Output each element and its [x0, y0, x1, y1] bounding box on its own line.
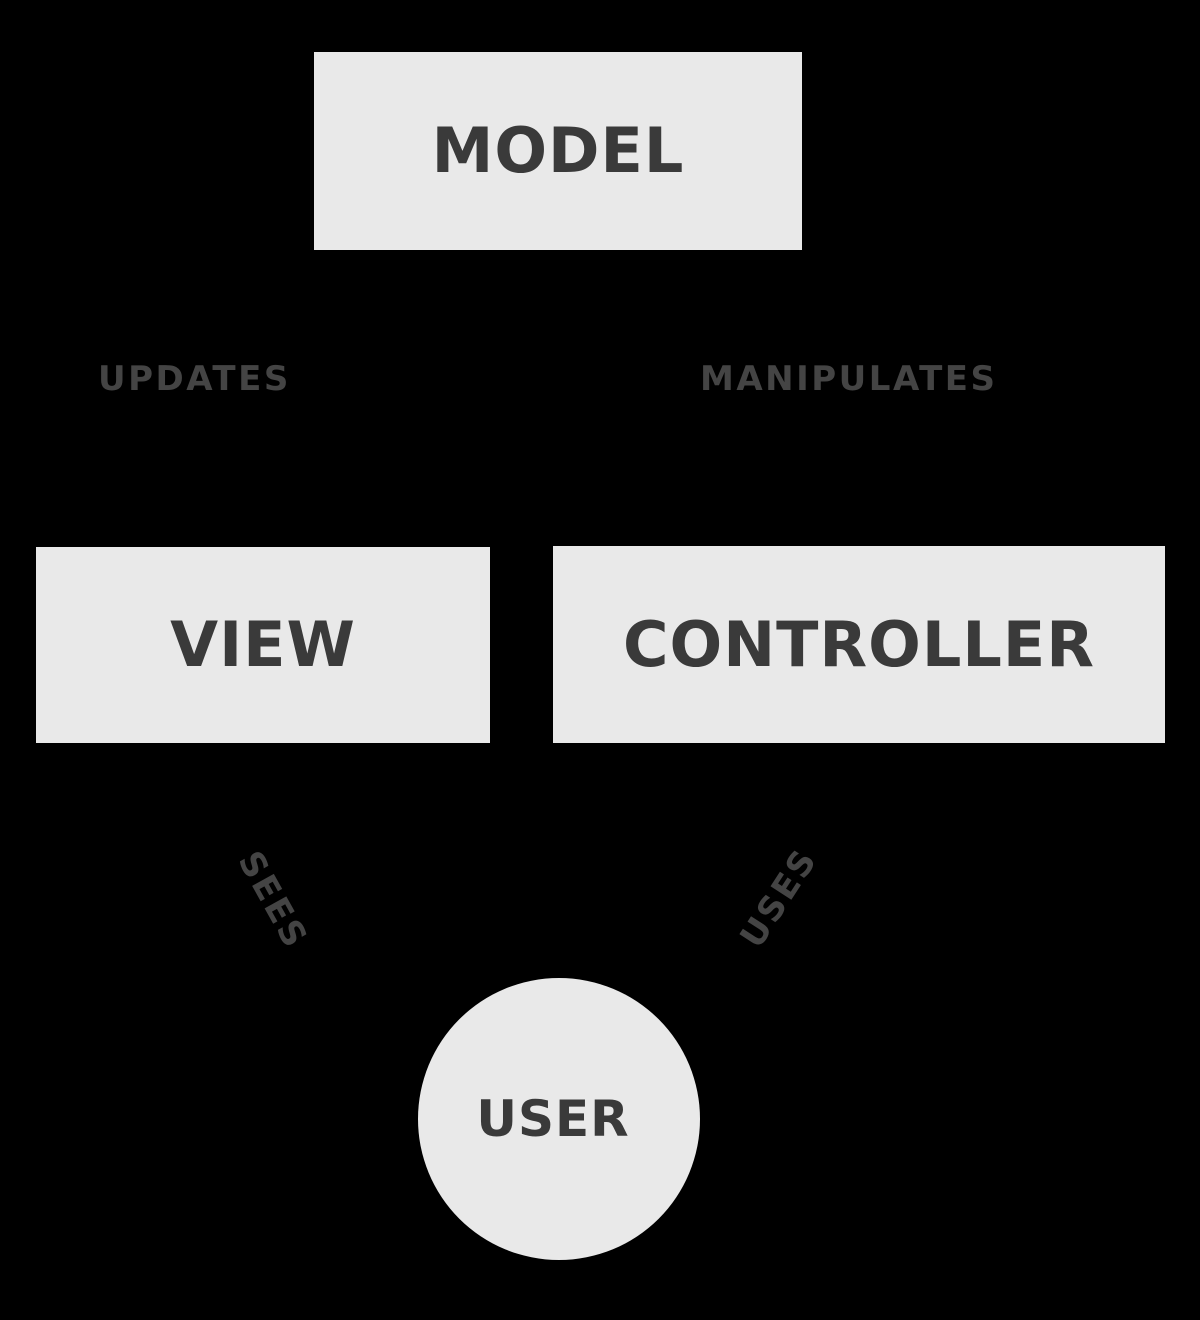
edge-label-sees: SEES [229, 844, 316, 957]
edge-label-uses: USES [732, 841, 826, 956]
node-view[interactable]: VIEW [36, 547, 490, 743]
edge-label-manipulates: MANIPULATES [700, 359, 998, 399]
node-user[interactable]: USER [418, 978, 700, 1260]
node-model[interactable]: MODEL [314, 52, 802, 250]
node-model-label: MODEL [431, 114, 685, 187]
node-view-label: VIEW [170, 608, 356, 681]
node-controller-label: CONTROLLER [623, 607, 1095, 681]
edge-label-updates: UPDATES [98, 359, 291, 399]
node-user-label: USER [476, 1090, 630, 1148]
node-controller[interactable]: CONTROLLER [553, 546, 1165, 743]
